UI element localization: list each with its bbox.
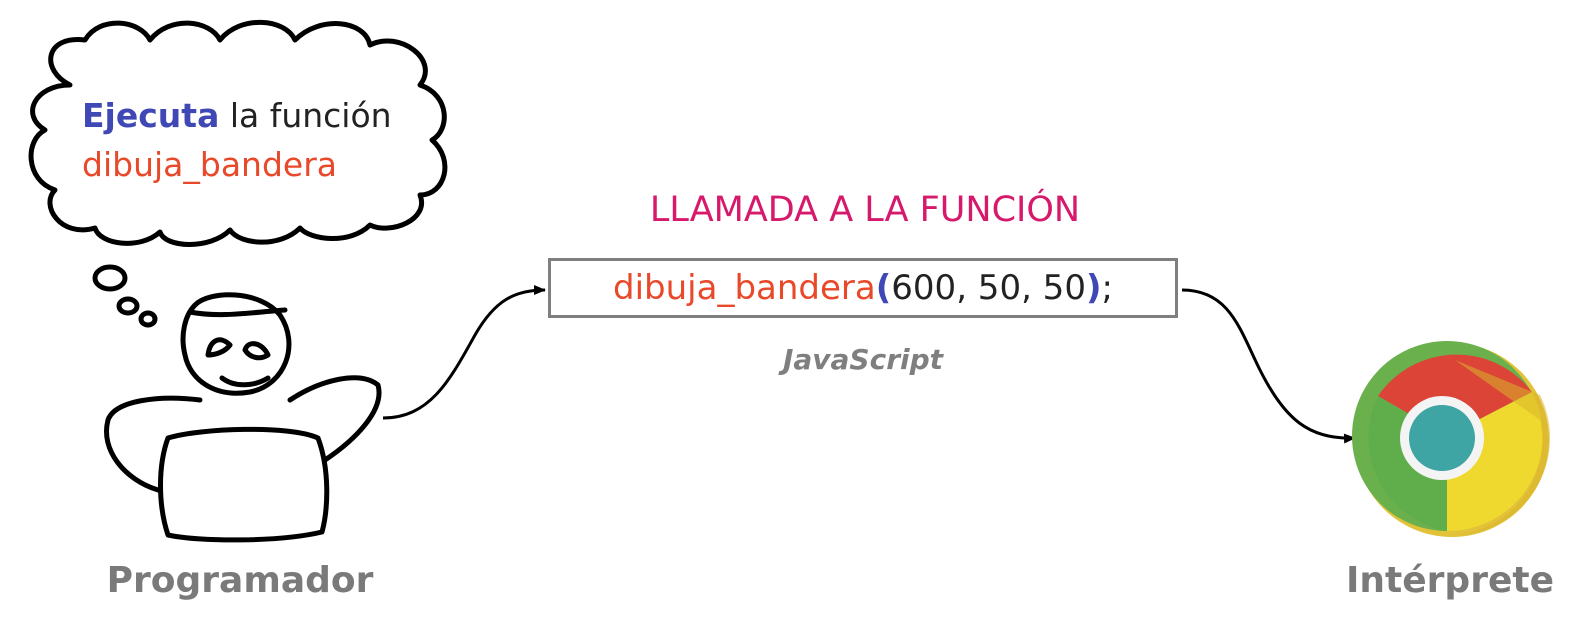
interpreter-label: Intérprete bbox=[1346, 560, 1554, 601]
thought-cloud-icon bbox=[28, 19, 448, 247]
thought-verb: Ejecuta bbox=[82, 96, 220, 135]
language-label: JavaScript bbox=[782, 343, 944, 376]
chrome-browser-icon bbox=[1352, 341, 1551, 537]
programmer-label: Programador bbox=[106, 560, 374, 601]
thought-rest: la función bbox=[219, 96, 392, 135]
code-open-paren: ( bbox=[875, 268, 892, 308]
execute-arrow bbox=[1181, 288, 1356, 444]
code-terminator: ; bbox=[1101, 268, 1113, 308]
code-args: 600, 50, 50 bbox=[891, 268, 1086, 308]
thought-text-line1: Ejecuta la función bbox=[82, 96, 392, 135]
programmer-sketch-icon bbox=[104, 292, 382, 543]
code-close-paren: ) bbox=[1085, 268, 1102, 308]
call-arrow bbox=[382, 285, 546, 420]
code-function-name: dibuja_bandera bbox=[613, 268, 876, 308]
thought-function-name: dibuja_bandera bbox=[82, 145, 337, 184]
call-title: LLAMADA A LA FUNCIÓN bbox=[649, 190, 1081, 230]
thought-bubbles bbox=[92, 264, 158, 328]
code-box: dibuja_bandera(600, 50, 50); bbox=[548, 258, 1178, 318]
